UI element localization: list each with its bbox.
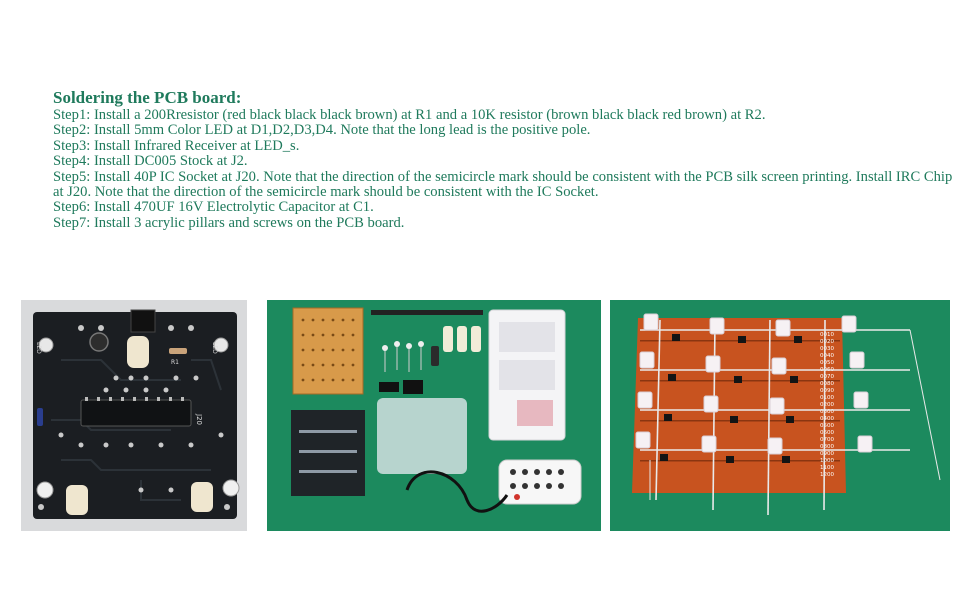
row-label-7: 0080 [820, 381, 834, 387]
step-2: Step2: Install 5mm Color LED at D1,D2,D3… [53, 122, 591, 139]
row-label-17: 0900 [820, 451, 834, 457]
step-5: Step5: Install 40P IC Socket at J20. Not… [53, 168, 953, 201]
row-label-4: 0050 [820, 360, 834, 366]
j20-label: J20 [195, 413, 203, 425]
led-label-right: LED [211, 342, 218, 354]
photo-assembled-pcb: LED LED R1 J20 [21, 300, 247, 531]
row-label-20: 1200 [820, 472, 834, 478]
row-label-18: 1000 [820, 458, 834, 464]
kit-illustration [267, 300, 601, 531]
row-label-10: 0200 [820, 402, 834, 408]
row-label-1: 0020 [820, 339, 834, 345]
row-label-13: 0500 [820, 423, 834, 429]
row-label-8: 0090 [820, 388, 834, 394]
row-label-6: 0070 [820, 374, 834, 380]
photo-kit-components [267, 300, 601, 531]
step-7: Step7: Install 3 acrylic pillars and scr… [53, 214, 405, 231]
row-label-16: 0800 [820, 444, 834, 450]
row-label-15: 0700 [820, 437, 834, 443]
step-6: Step6: Install 470UF 16V Electrolytic Ca… [53, 199, 374, 216]
row-label-3: 0040 [820, 353, 834, 359]
pcb-illustration: LED LED R1 J20 [21, 300, 247, 531]
instructions-block: Soldering the PCB board: Step1: Install … [53, 89, 953, 231]
step-4: Step4: Install DC005 Stock at J2. [53, 153, 248, 170]
row-label-9: 0100 [820, 395, 834, 401]
row-label-11: 0300 [820, 409, 834, 415]
section-heading: Soldering the PCB board: [53, 88, 242, 107]
row-label-12: 0400 [820, 416, 834, 422]
row-label-0: 0010 [820, 332, 834, 338]
step-3: Step3: Install Infrared Receiver at LED_… [53, 137, 300, 154]
row-label-14: 0600 [820, 430, 834, 436]
r1-label: R1 [171, 359, 179, 366]
led-label-left: LED [35, 342, 42, 354]
row-label-19: 1100 [820, 465, 834, 471]
step-1: Step1: Install a 200Rresistor (red black… [53, 107, 766, 123]
row-label-2: 0030 [820, 346, 834, 352]
